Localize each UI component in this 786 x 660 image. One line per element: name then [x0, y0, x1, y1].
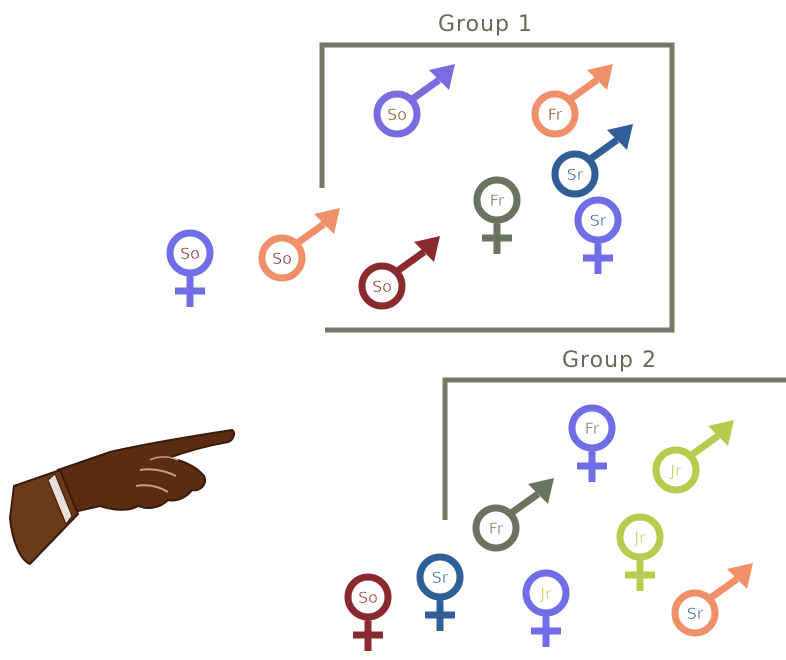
female-symbol-fr: Fr [473, 176, 521, 254]
symbol-label: So [358, 588, 378, 607]
symbol-label: Sr [590, 211, 607, 230]
female-symbol-fr: Fr [568, 404, 616, 482]
group-2-bracket [442, 377, 786, 520]
male-symbol-sr: Sr [671, 563, 753, 637]
female-symbol-sr: Sr [574, 196, 622, 274]
symbol-label: So [372, 277, 392, 296]
symbol-label: Jr [633, 528, 646, 547]
symbol-label: Sr [432, 568, 449, 587]
group-1-bracket [319, 42, 675, 333]
male-symbol-so: So [358, 236, 440, 310]
symbol-label: Fr [489, 519, 504, 538]
male-symbol-sr: Sr [551, 124, 633, 198]
male-symbol-fr: Fr [472, 478, 554, 552]
male-symbol-so: So [373, 64, 455, 138]
female-symbol-sr: Sr [416, 553, 464, 631]
female-symbol-so: So [344, 573, 392, 651]
symbol-label: Fr [490, 191, 505, 210]
symbol-label: Fr [585, 419, 600, 438]
symbol-label: Sr [567, 165, 584, 184]
female-symbol-jr: Jr [616, 513, 664, 591]
symbol-label: Jr [539, 584, 552, 603]
symbol-label: Jr [669, 461, 682, 480]
group-2-label: Group 2 [562, 348, 657, 373]
group-1-label: Group 1 [438, 12, 533, 37]
male-symbol-jr: Jr [652, 420, 734, 494]
male-symbol-so: So [258, 208, 340, 282]
male-symbol-fr: Fr [531, 64, 613, 138]
symbol-label: So [272, 249, 292, 268]
female-symbol-jr: Jr [522, 569, 570, 647]
symbol-label: So [180, 244, 200, 263]
symbol-label: So [387, 105, 407, 124]
female-symbol-so: So [166, 229, 214, 307]
symbol-label: Sr [687, 604, 704, 623]
symbol-label: Fr [548, 105, 563, 124]
